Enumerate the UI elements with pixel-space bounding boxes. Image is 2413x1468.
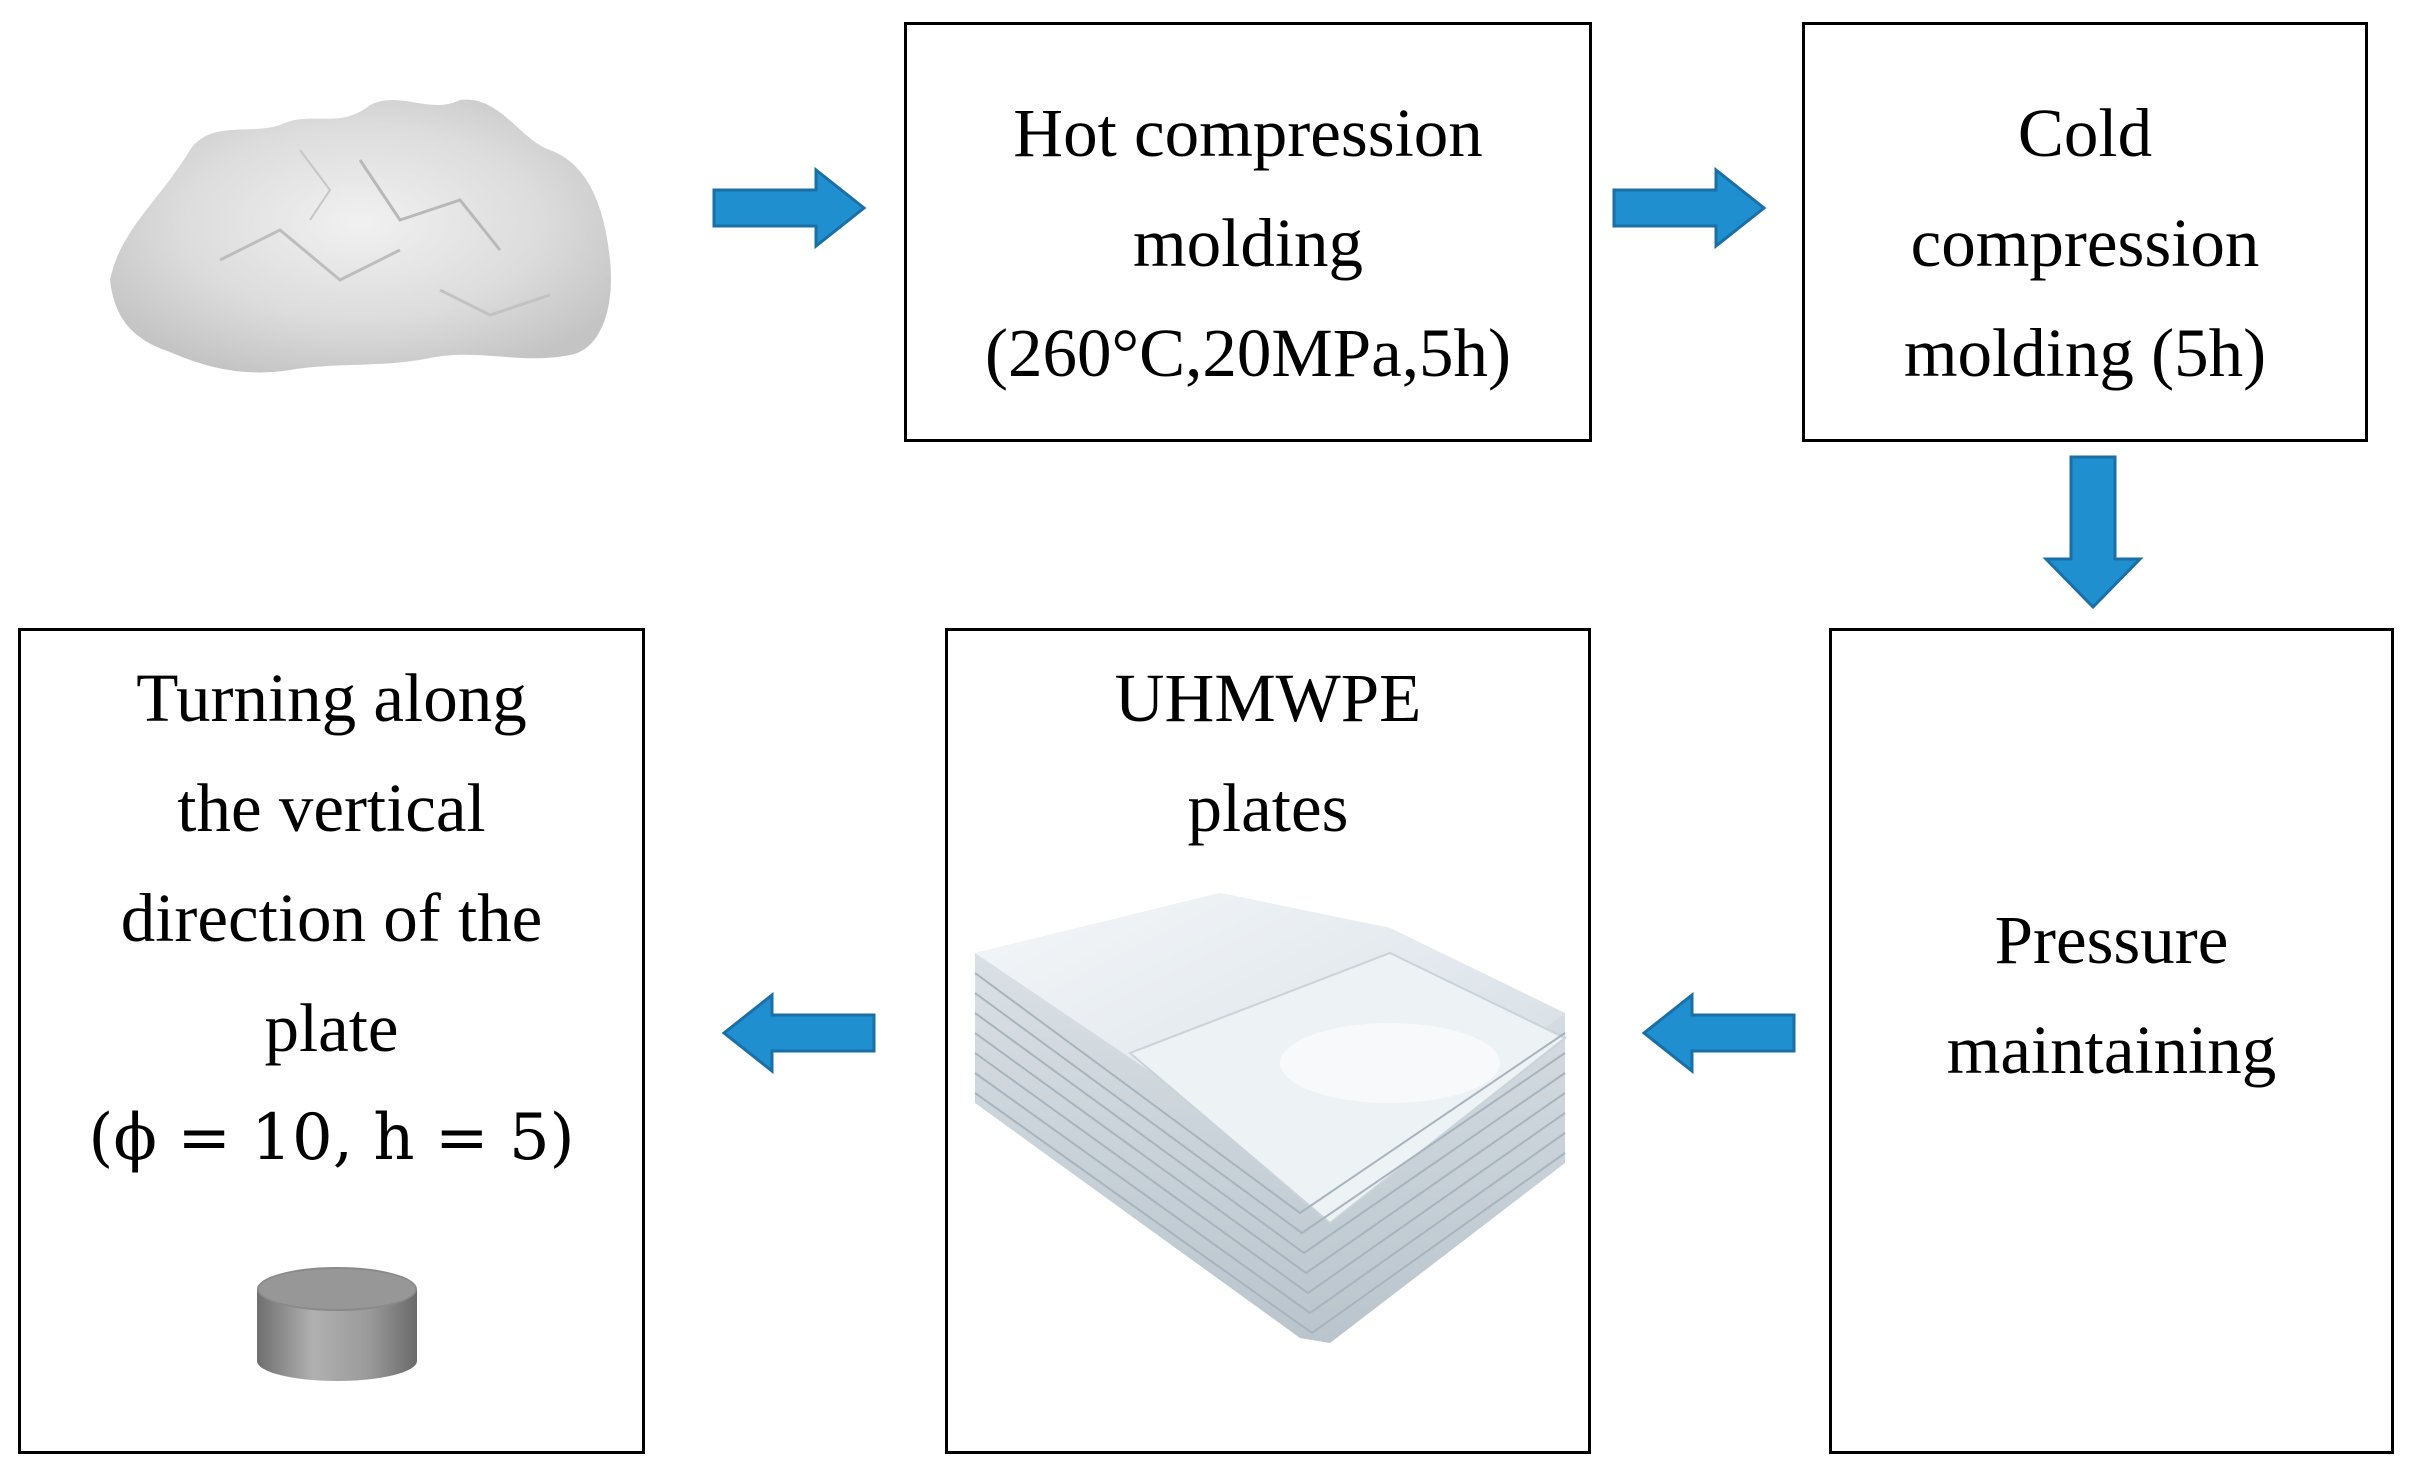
- turning-box: Turning along the vertical direction of …: [18, 628, 645, 1454]
- turning-label: Turning along the vertical direction of …: [21, 643, 642, 1193]
- label-line: compression: [1910, 205, 2260, 281]
- label-line: the vertical: [177, 770, 486, 846]
- hot-compression-molding-label: Hot compression molding (260°C,20MPa,5h): [907, 78, 1589, 408]
- stacked-plates-image: [974, 893, 1567, 1343]
- pressure-maintaining-box: Pressure maintaining: [1829, 628, 2394, 1454]
- label-line: plate: [264, 990, 399, 1066]
- arrow-left-2: [721, 991, 876, 1075]
- label-line: Pressure: [1994, 902, 2229, 978]
- cold-compression-molding-box: Cold compression molding (5h): [1802, 22, 2368, 442]
- label-line: plates: [1187, 770, 1349, 846]
- uhmwpe-plates-label: UHMWPE plates: [948, 643, 1588, 863]
- hot-compression-molding-box: Hot compression molding (260°C,20MPa,5h): [904, 22, 1592, 442]
- arrow-down: [2042, 455, 2144, 610]
- pressure-maintaining-label: Pressure maintaining: [1832, 885, 2391, 1105]
- arrow-right-2: [1612, 166, 1767, 250]
- label-line: Hot compression: [1013, 95, 1483, 171]
- label-line: (260°C,20MPa,5h): [985, 315, 1511, 391]
- arrow-right-1: [712, 166, 867, 250]
- label-line: molding: [1132, 205, 1363, 281]
- label-line: maintaining: [1946, 1012, 2277, 1088]
- cold-compression-molding-label: Cold compression molding (5h): [1805, 78, 2365, 408]
- label-line: UHMWPE: [1114, 660, 1422, 736]
- label-line: Cold: [2017, 95, 2153, 171]
- formula-line: (ϕ = 10, h = 5): [88, 1101, 575, 1175]
- label-line: molding (5h): [1903, 315, 2267, 391]
- uhmwpe-plates-box: UHMWPE plates: [945, 628, 1591, 1454]
- arrow-left-1: [1641, 991, 1796, 1075]
- cylinder-sample-image: [257, 1267, 417, 1381]
- label-line: Turning along: [136, 660, 527, 736]
- uhmwpe-powder-image: [110, 99, 611, 373]
- label-line: direction of the: [120, 880, 543, 956]
